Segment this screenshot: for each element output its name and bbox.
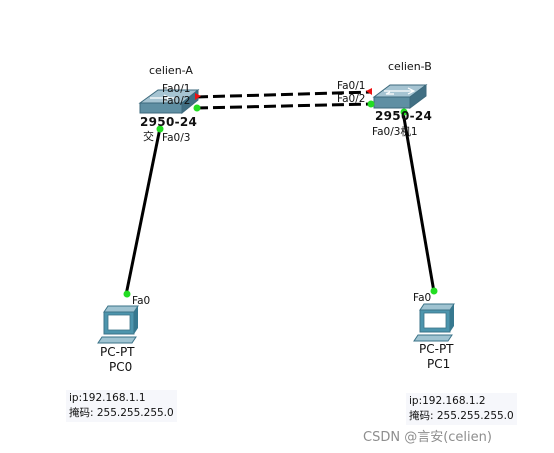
link-a-fa01-b-fa01[interactable] — [195, 90, 373, 99]
switch-a-port-fa03: Fa0/3 — [162, 132, 191, 144]
pc0-name: PC0 — [109, 360, 133, 374]
switch-b-port-fa03: Fa0/3机1 — [372, 126, 418, 138]
switch-b-port-fa02: Fa0/2 — [337, 93, 366, 105]
pc0-port-fa0: Fa0 — [132, 295, 151, 307]
status-up-indicator — [193, 104, 201, 112]
switch-b-icon[interactable] — [372, 84, 428, 109]
link-b-fa03-pc1[interactable] — [401, 111, 436, 293]
switch-a-model: 2950-24 — [140, 115, 198, 129]
switch-a-extra-label: 交 — [143, 130, 154, 143]
link-a-fa02-b-fa02[interactable] — [195, 102, 373, 110]
status-up-indicator — [400, 108, 408, 116]
status-up-indicator — [156, 125, 164, 133]
pc0-ip-note: ip:192.168.1.1 掩码: 255.255.255.0 — [66, 390, 177, 422]
switch-a-name: celien-A — [149, 64, 193, 77]
pc0-mask: 掩码: 255.255.255.0 — [69, 407, 174, 419]
status-up-indicator — [367, 100, 375, 108]
status-up-indicator — [430, 287, 438, 295]
status-down-indicator — [195, 93, 201, 100]
pc1-type: PC-PT — [419, 342, 454, 356]
link-a-fa03-pc0[interactable] — [124, 127, 162, 296]
pc0-type: PC-PT — [100, 345, 135, 359]
pc0-ip: ip:192.168.1.1 — [69, 392, 146, 404]
pc1-port-fa0: Fa0 — [413, 292, 432, 304]
pc1-name: PC1 — [427, 357, 451, 371]
switch-a-port-fa01: Fa0/1 — [162, 83, 191, 95]
pc1-ip-note: ip:192.168.1.2 掩码: 255.255.255.0 — [406, 393, 517, 425]
pc1-icon[interactable] — [413, 303, 455, 342]
pc1-mask: 掩码: 255.255.255.0 — [409, 410, 514, 422]
pc1-ip: ip:192.168.1.2 — [409, 395, 486, 407]
switch-b-name: celien-B — [388, 60, 432, 73]
switch-a-port-fa02: Fa0/2 — [162, 95, 191, 107]
status-down-indicator — [366, 88, 372, 95]
switch-b-model: 2950-24 — [375, 109, 433, 123]
switch-b-port-fa01: Fa0/1 — [337, 80, 366, 92]
switch-a-icon[interactable] — [138, 88, 200, 115]
watermark-text: CSDN @言安(celien) — [363, 430, 492, 445]
status-up-indicator — [123, 290, 131, 298]
pc0-icon[interactable] — [97, 305, 139, 344]
